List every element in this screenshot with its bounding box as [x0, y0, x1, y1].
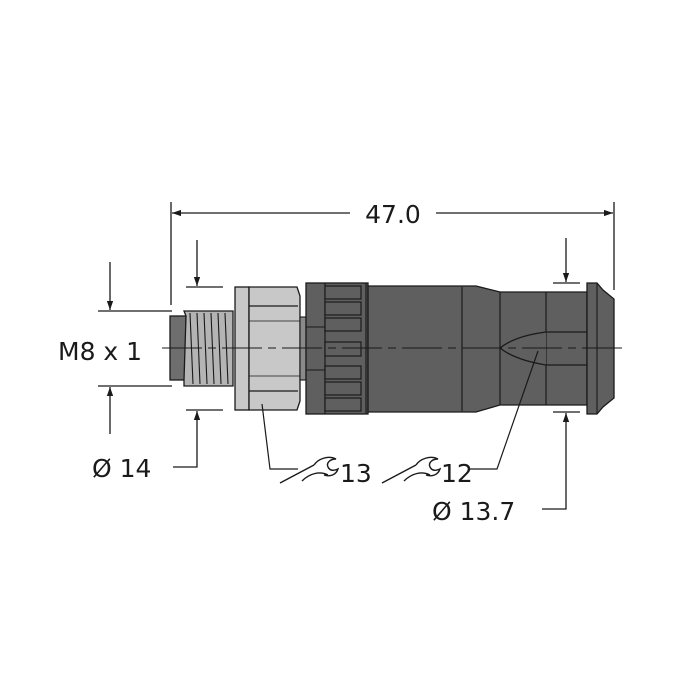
cable-diameter-dimension — [542, 238, 580, 510]
grip-body — [367, 285, 588, 413]
wrench-12-leader — [470, 350, 539, 470]
overall-length-dimension — [170, 202, 615, 305]
overall-length-label: 47.0 — [365, 200, 421, 229]
thread-dimension — [98, 262, 172, 434]
wrench-icon — [279, 456, 340, 484]
wrench-13-label: 13 — [340, 459, 372, 488]
thread-label: M8 x 1 — [58, 337, 142, 366]
wrench-icon — [381, 456, 442, 484]
nut-diameter-dimension — [173, 240, 223, 468]
wrench-13-leader — [261, 403, 298, 470]
nut-diameter-label: Ø 14 — [92, 454, 151, 483]
wrench-12-label: 12 — [441, 459, 473, 488]
cable-diameter-label: Ø 13.7 — [432, 497, 515, 526]
